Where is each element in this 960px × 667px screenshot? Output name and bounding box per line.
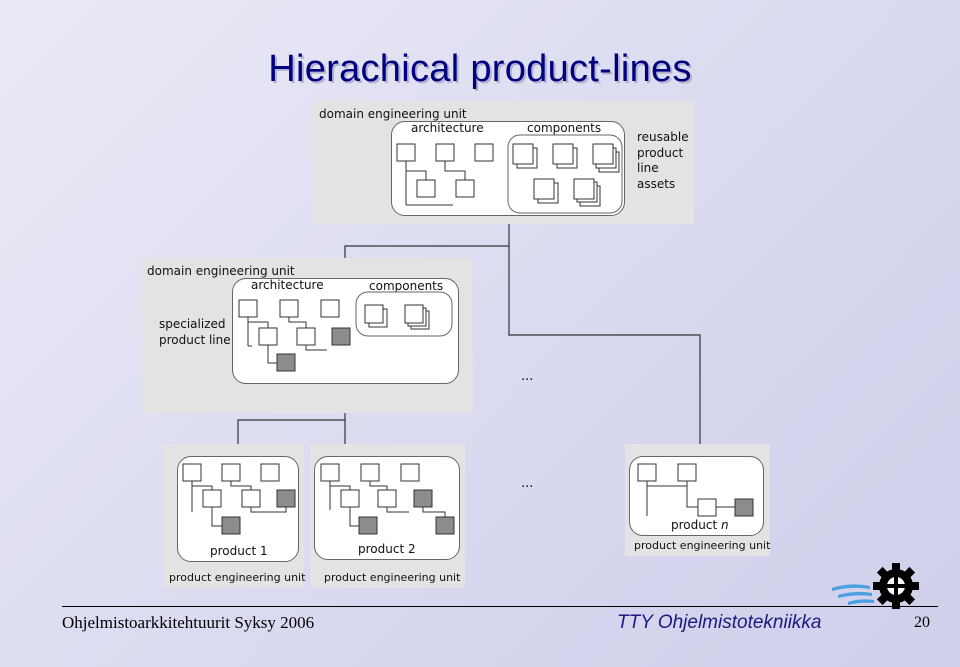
assets-line-2: product: [637, 145, 684, 160]
product-unit-1: product 1 product engineering unit: [163, 444, 306, 588]
product-2-architecture: [320, 463, 455, 535]
arch-module-box: [455, 179, 475, 198]
specialized-components-label: components: [369, 279, 444, 293]
tut-gear-logo-icon: [832, 563, 919, 609]
product-2-unit-label: product engineering unit: [324, 571, 461, 584]
product-1-architecture: [182, 463, 296, 535]
side-label-line-1: specialized: [159, 317, 226, 331]
top-components-label: components: [527, 121, 602, 135]
side-label-line-2: product line: [159, 333, 231, 347]
product-unit-n: product n product engineering unit: [625, 444, 770, 556]
specialized-architecture-label: architecture: [251, 278, 324, 292]
assets-line-1: reusable: [637, 130, 689, 144]
product-unit-2: product 2 product engineering unit: [310, 444, 465, 588]
specialized-component-box: [276, 353, 296, 372]
product-1-unit-label: product engineering unit: [169, 571, 306, 584]
specialized-unit-title: domain engineering unit: [147, 264, 295, 278]
product-n-name: product n: [671, 518, 729, 532]
component-cube-icon: [512, 143, 538, 169]
slide-title: Hierachical product-lines: [268, 48, 692, 90]
product-n-name-text: product: [671, 518, 718, 532]
ellipsis-middle: ...: [521, 369, 534, 384]
top-architecture-label: architecture: [411, 121, 484, 135]
top-assets-label: reusable product line assets: [637, 130, 689, 192]
specialized-side-label: specialized product line: [159, 316, 231, 348]
footer-divider: [62, 606, 938, 607]
component-cube-icon: [404, 304, 430, 330]
component-cube-icon: [533, 178, 559, 204]
footer-course: Ohjelmistoarkkitehtuurit Syksy 2006: [62, 613, 315, 632]
top-architecture-diagram: [396, 134, 623, 214]
product-n-unit-label: product engineering unit: [634, 539, 771, 552]
arch-module-box: [416, 179, 436, 198]
page-number: 20: [914, 614, 930, 631]
specialized-component-box: [331, 327, 351, 346]
arch-module-box: [396, 143, 416, 162]
arch-module-box: [435, 143, 455, 162]
product-n-architecture: [637, 463, 754, 517]
assets-line-4: assets: [637, 176, 676, 191]
arch-module-box: [474, 143, 494, 162]
product-n-name-suffix: n: [720, 518, 729, 532]
component-cube-icon: [573, 178, 601, 207]
component-cube-icon: [552, 143, 578, 169]
specialized-domain-unit: domain engineering unit architecture com…: [141, 258, 473, 413]
component-cube-icon: [364, 304, 388, 328]
specialized-architecture-diagram: [238, 291, 453, 372]
ellipsis-products: ...: [521, 476, 534, 491]
top-unit-title: domain engineering unit: [319, 107, 467, 121]
assets-line-3: line: [637, 161, 659, 175]
product-2-name: product 2: [358, 542, 416, 556]
product-1-name: product 1: [210, 544, 268, 558]
component-cube-icon: [592, 143, 620, 173]
top-domain-unit: domain engineering unit architecture com…: [313, 101, 694, 224]
footer-institution: TTY Ohjelmistotekniikka: [617, 612, 822, 633]
